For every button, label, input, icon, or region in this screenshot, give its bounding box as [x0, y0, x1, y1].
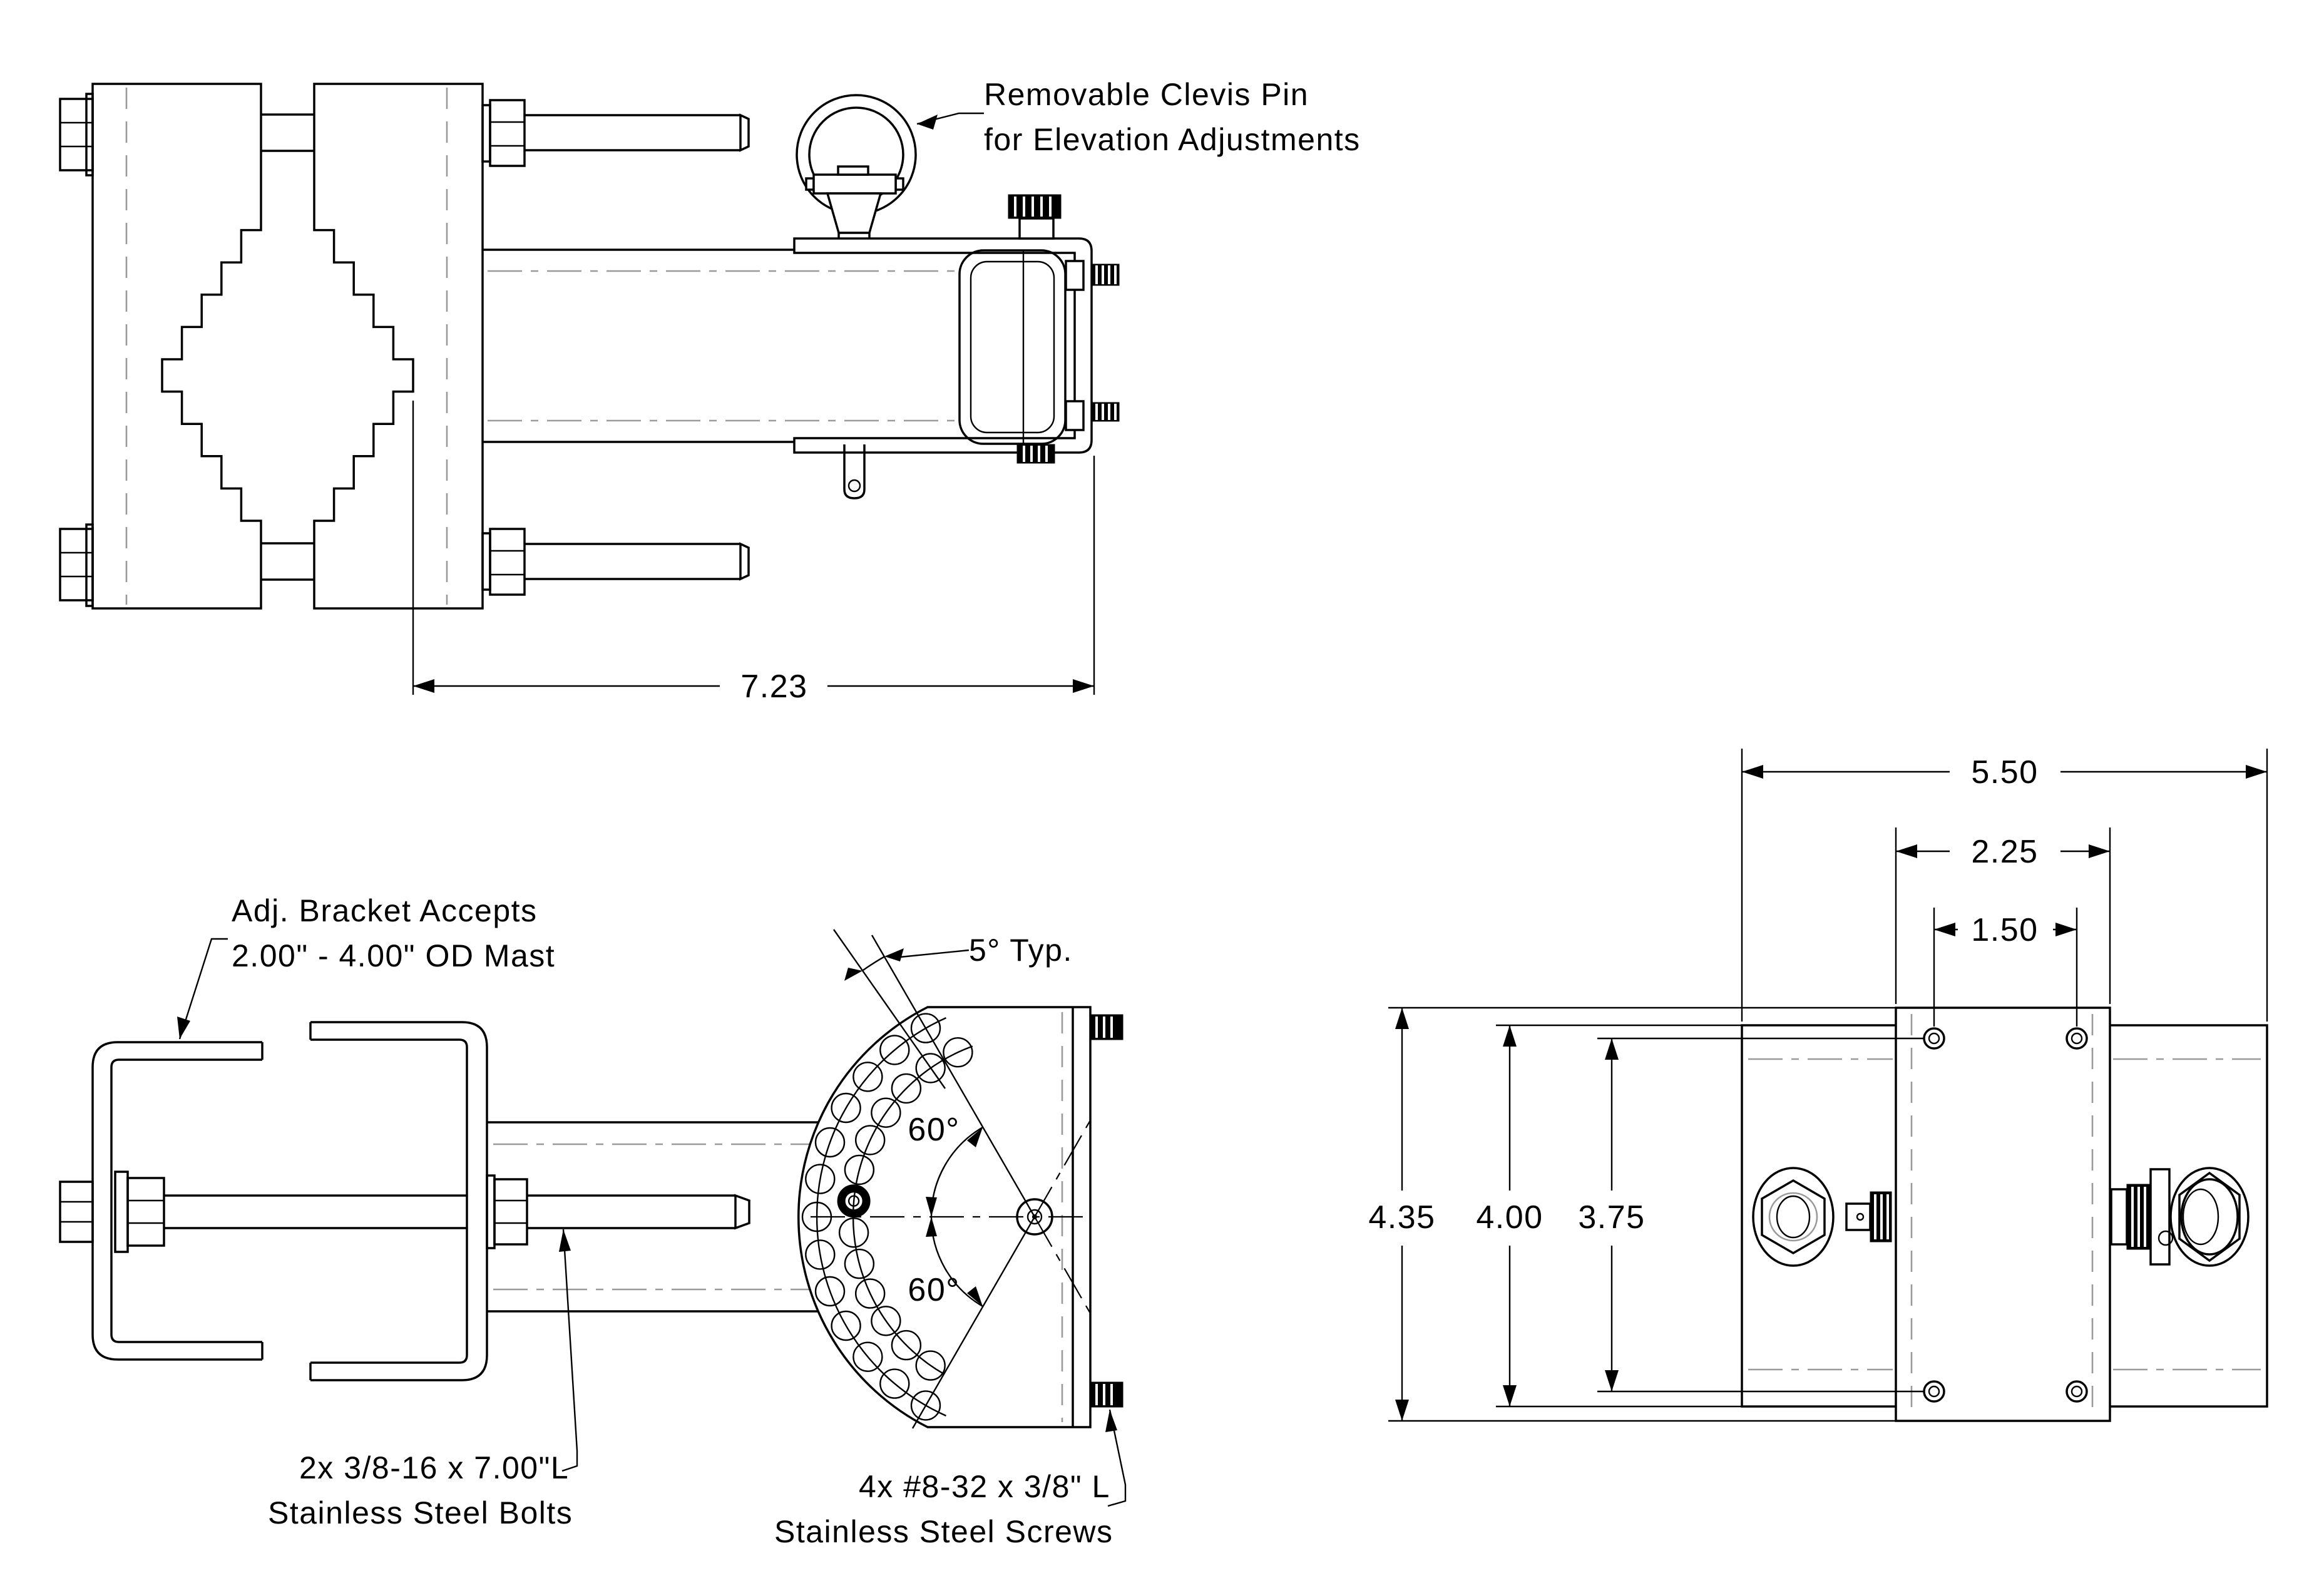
clevis-annotation: Removable Clevis Pin for Elevation Adjus…: [916, 77, 1361, 157]
bolts-note-line1: 2x 3/8-16 x 7.00"L: [299, 1450, 569, 1485]
dim-plate-width: 2.25: [1895, 827, 2111, 1004]
screws-annotation: 4x #8-32 x 3/8" L Stainless Steel Screws: [774, 1409, 1127, 1549]
screws-leader-arrow: [1105, 1410, 1117, 1432]
dim-plate-width-value: 2.25: [1971, 834, 2038, 870]
clip-top: [1065, 260, 1085, 291]
clamp-left-plate: [91, 83, 262, 610]
clevis-note-line2: for Elevation Adjustments: [984, 122, 1361, 157]
dim-overall-width: 5.50: [1741, 749, 2268, 1022]
mast-note-line2: 2.00" - 4.00" OD Mast: [232, 938, 555, 973]
threaded-rod-top: [481, 99, 750, 167]
clevis-note-line1: Removable Clevis Pin: [984, 77, 1309, 112]
hex-bolt-head-top: [59, 93, 94, 177]
mast-annotation: Adj. Bracket Accepts 2.00" - 4.00" OD Ma…: [177, 893, 555, 1040]
sector-housing-outer: [958, 249, 1067, 445]
mast-note-line1: Adj. Bracket Accepts: [232, 893, 538, 928]
top-view-mast-clamp: [59, 1021, 1026, 1381]
screws-leader-line: [1107, 1409, 1127, 1507]
sector-set-screw-top: [1090, 1014, 1124, 1040]
dim-boom-length: 7.23: [412, 401, 1095, 705]
angle-upper-label: 60°: [908, 1112, 960, 1148]
dim-hole-spacing-height: 3.75: [1578, 1037, 1924, 1393]
sector-set-screw-bottom: [1090, 1381, 1124, 1408]
channel-right-inner: [310, 1038, 468, 1364]
set-screw-bottom: [1091, 402, 1120, 422]
pin-tip-below-boom: [843, 444, 866, 499]
bolts-leader-arrow: [559, 1229, 571, 1252]
channel-left-inner: [110, 1058, 262, 1343]
inner-adjustment-holes: [838, 1037, 973, 1381]
dim-hole-spacing-width-value: 1.50: [1971, 912, 2038, 948]
side-view-boom: [483, 94, 1120, 499]
threaded-rod-bottom: [481, 528, 750, 596]
dim-tube-height-value: 4.00: [1476, 1199, 1543, 1236]
sector-housing-inner: [970, 260, 1055, 434]
angle-lower-label: 60°: [908, 1272, 960, 1308]
mast-leader-arrow: [177, 1017, 190, 1039]
clevis-pin-end-view: [2110, 1167, 2250, 1267]
dim-overall-width-value: 5.50: [1971, 754, 2038, 791]
angle-typ-label: 5° Typ.: [969, 933, 1073, 968]
clamp-right-plate: [313, 83, 484, 610]
end-view-plate: [1895, 1007, 2111, 1422]
side-view-mast-clamp: [59, 83, 750, 610]
dim-overall-height: 4.35: [1368, 1007, 1896, 1422]
dim-boom-length-value: 7.23: [740, 668, 807, 705]
screws-note-line1: 4x #8-32 x 3/8" L: [859, 1469, 1110, 1504]
bolts-annotation: 2x 3/8-16 x 7.00"L Stainless Steel Bolts: [268, 1229, 578, 1530]
dim-hole-spacing-width: 1.50: [1933, 908, 2078, 1027]
knob-bottom: [1016, 444, 1055, 464]
end-view-right-tube: [2110, 1024, 2268, 1408]
mast-leader-line: [178, 938, 228, 1040]
clevis-leader-arrow: [917, 115, 938, 130]
bolts-note-line2: Stainless Steel Bolts: [268, 1495, 573, 1530]
end-view-left-tube: [1741, 1024, 1896, 1408]
screws-note-line2: Stainless Steel Screws: [774, 1514, 1113, 1549]
clamp-bolt: [59, 1171, 750, 1253]
pivot-nut-end-view: [1752, 1167, 1892, 1267]
bolts-leader-line: [561, 1229, 578, 1472]
clevis-pin: [796, 94, 917, 243]
dim-tube-height: 4.00: [1476, 1024, 1742, 1408]
clip-bottom: [1065, 400, 1085, 431]
dim-overall-height-value: 4.35: [1368, 1199, 1435, 1236]
dim-hole-spacing-height-value: 3.75: [1578, 1199, 1645, 1236]
end-view: [1741, 1007, 2268, 1422]
thumbscrew-top: [1008, 194, 1062, 240]
elevation-bracket-side: [793, 237, 1093, 454]
engaged-pin-hole: [837, 1184, 871, 1218]
hex-bolt-head-bottom: [59, 523, 94, 607]
set-screw-top: [1091, 264, 1120, 286]
top-view-sector-plate: 60° 60° 5° Typ.: [797, 929, 1124, 1429]
